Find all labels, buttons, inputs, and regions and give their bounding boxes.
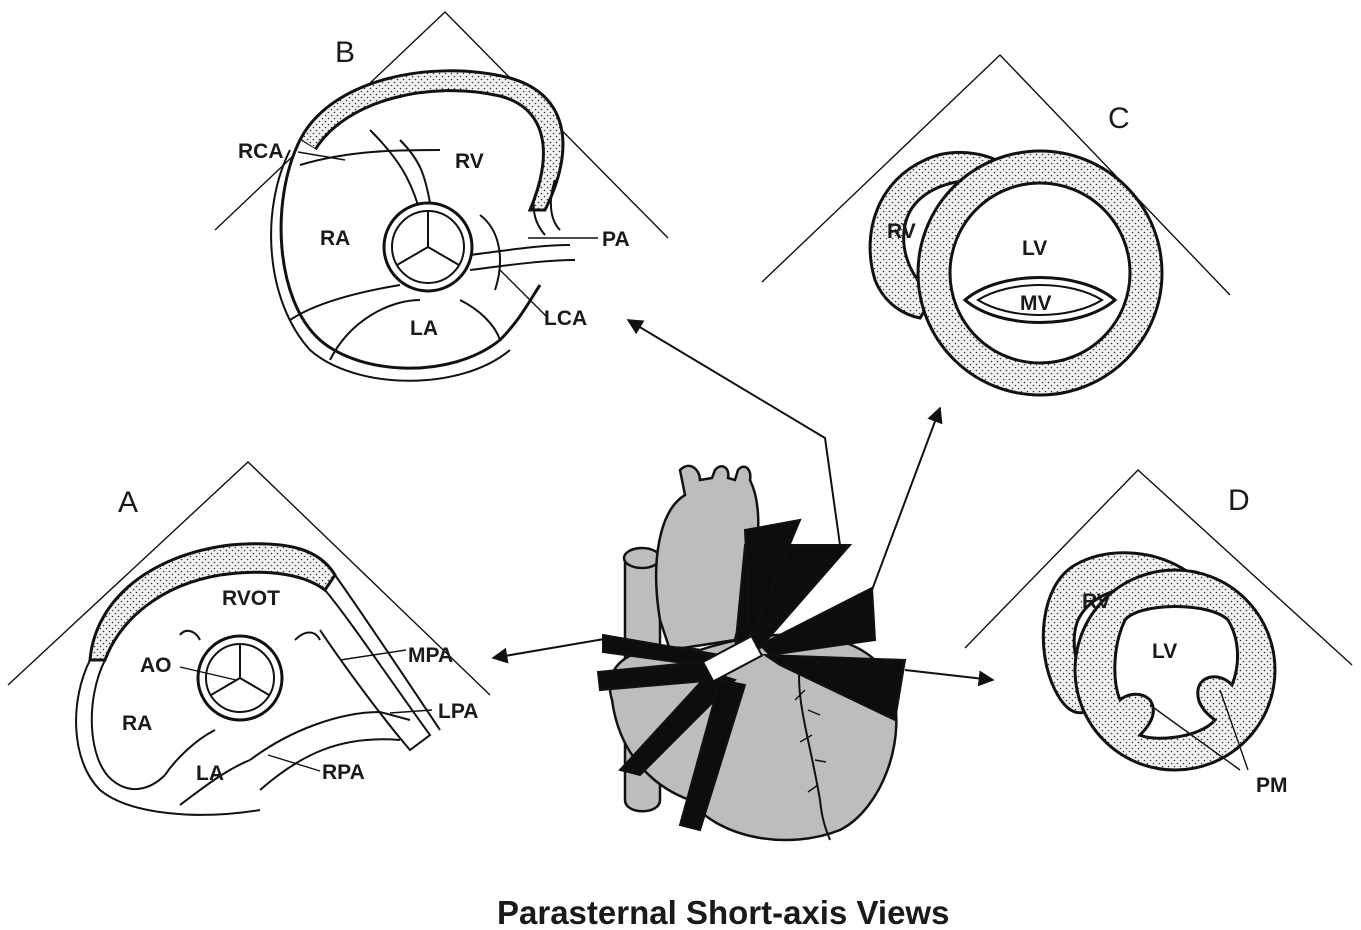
panel-a-label-ao: AO: [140, 654, 172, 677]
panel-c-letter: C: [1108, 102, 1130, 135]
heart-illustration: [598, 466, 905, 840]
panel-b: B RCA RV RA PA LA LCA: [215, 12, 668, 381]
panel-c: C RV LV MV: [762, 55, 1230, 395]
panel-b-label-pa: PA: [602, 228, 630, 251]
panel-a-label-lpa: LPA: [438, 700, 478, 723]
panel-d-label-rv: RV: [1082, 590, 1111, 613]
panel-c-lv-cavity: [950, 183, 1130, 363]
panel-a-label-mpa: MPA: [408, 644, 453, 667]
panel-d-label-lv: LV: [1152, 640, 1177, 663]
panel-a-letter: A: [118, 486, 138, 519]
panel-a-label-rpa: RPA: [322, 761, 365, 784]
panel-b-label-ra: RA: [320, 227, 350, 250]
panel-a: A RVOT AO MPA LPA RA LA RPA: [8, 462, 490, 815]
arrow-to-a: [493, 638, 610, 658]
panel-d-letter: D: [1228, 484, 1250, 517]
panel-c-label-lv: LV: [1022, 237, 1047, 260]
panel-a-label-rvot: RVOT: [222, 587, 280, 610]
panel-d-label-pm: PM: [1256, 774, 1288, 797]
panel-a-label-la: LA: [196, 762, 224, 785]
panel-b-label-lca: LCA: [544, 307, 587, 330]
panel-d: D RV LV PM: [965, 470, 1352, 797]
panel-b-label-rv: RV: [455, 150, 484, 173]
panel-b-letter: B: [335, 36, 355, 69]
panel-c-label-rv: RV: [887, 220, 916, 243]
panel-a-label-ra: RA: [122, 712, 152, 735]
arrow-to-d: [905, 670, 993, 680]
figure-title: Parasternal Short-axis Views: [497, 894, 949, 930]
panel-b-label-la: LA: [410, 317, 438, 340]
panel-c-label-mv: MV: [1020, 292, 1052, 315]
arrow-to-c: [872, 408, 940, 590]
panel-b-label-rca: RCA: [238, 140, 284, 163]
panel-a-rvot-wall: [90, 544, 335, 660]
